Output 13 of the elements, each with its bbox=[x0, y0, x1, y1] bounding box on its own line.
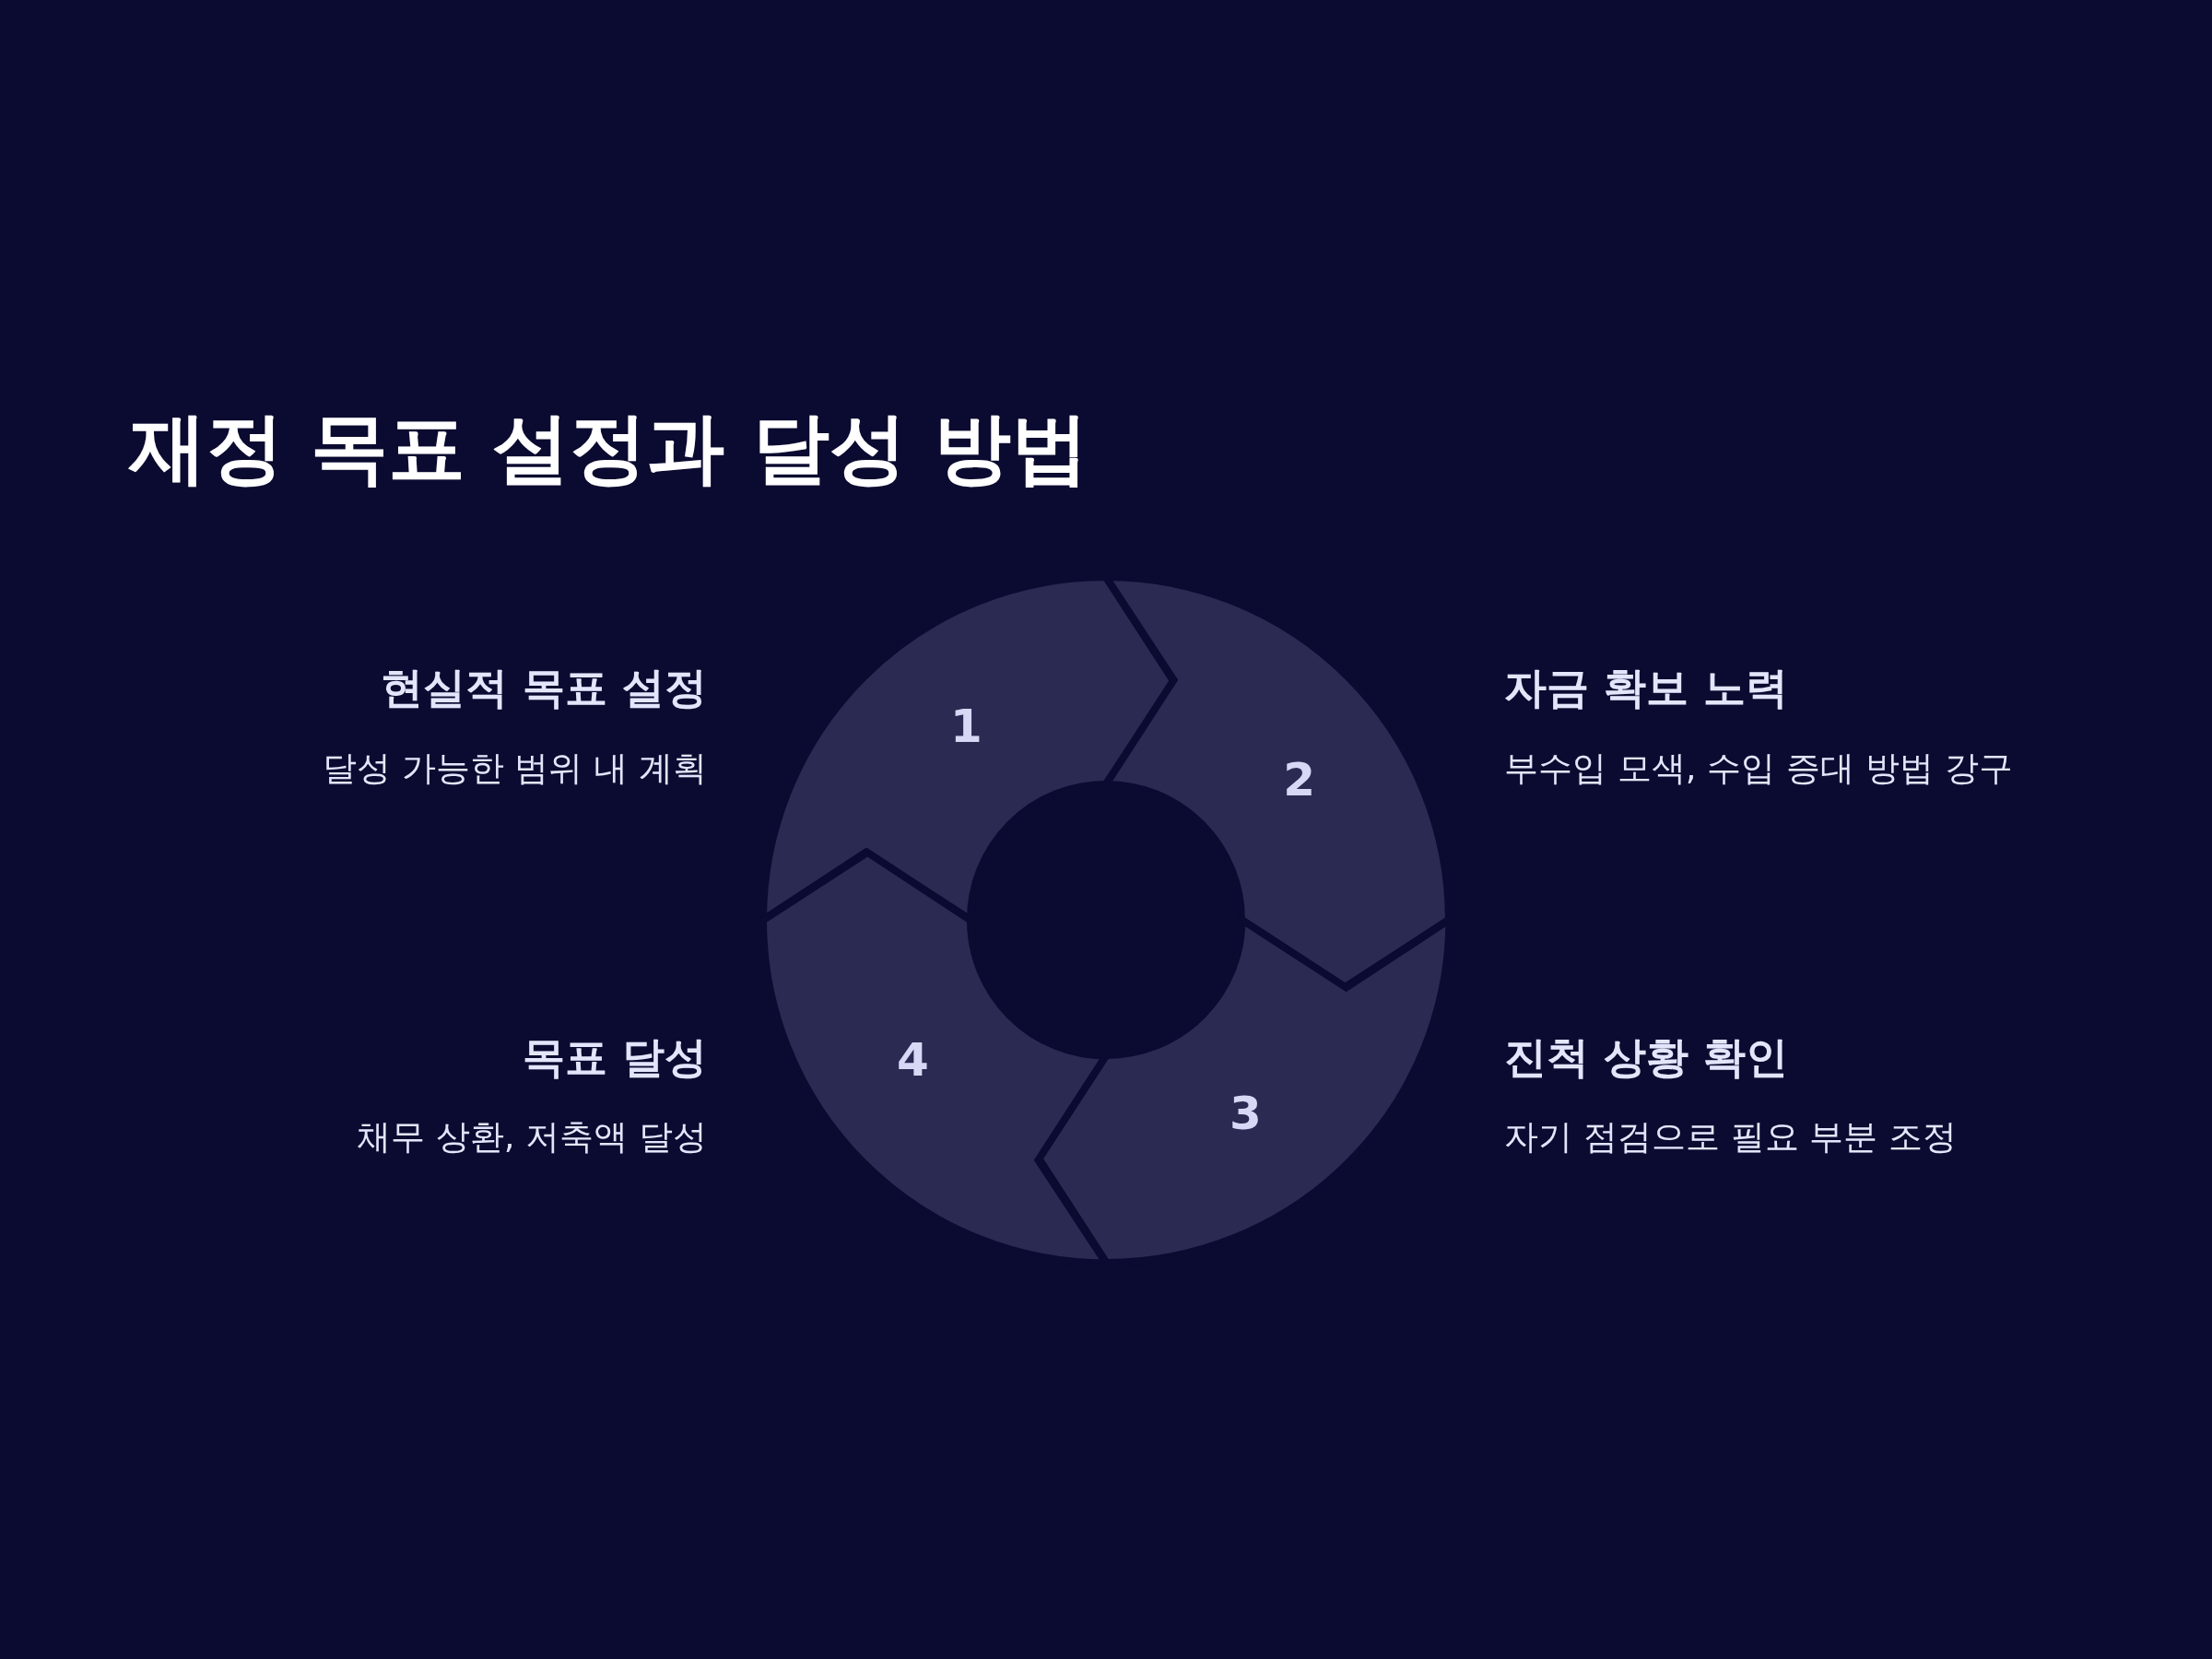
step-number: 3 bbox=[1230, 1086, 1262, 1140]
step-description: 부수입 모색, 수입 증대 방법 강구 bbox=[1504, 747, 2013, 790]
step-heading: 진척 상황 확인 bbox=[1504, 1031, 1789, 1084]
step-heading: 자금 확보 노력 bbox=[1504, 662, 1789, 714]
step-number: 4 bbox=[896, 1032, 929, 1087]
step-number: 1 bbox=[950, 700, 982, 754]
step-description: 달성 가능한 범위 내 계획 bbox=[322, 747, 707, 790]
step-heading: 현실적 목표 설정 bbox=[380, 662, 707, 714]
step-number: 2 bbox=[1283, 753, 1316, 807]
title: 재정 목표 설정과 달성 방법 bbox=[129, 402, 1088, 495]
step-description: 채무 상환, 저축액 달성 bbox=[356, 1116, 707, 1159]
step-description: 자기 점검으로 필요 부분 조정 bbox=[1504, 1116, 1958, 1159]
step-heading: 목표 달성 bbox=[523, 1031, 707, 1084]
